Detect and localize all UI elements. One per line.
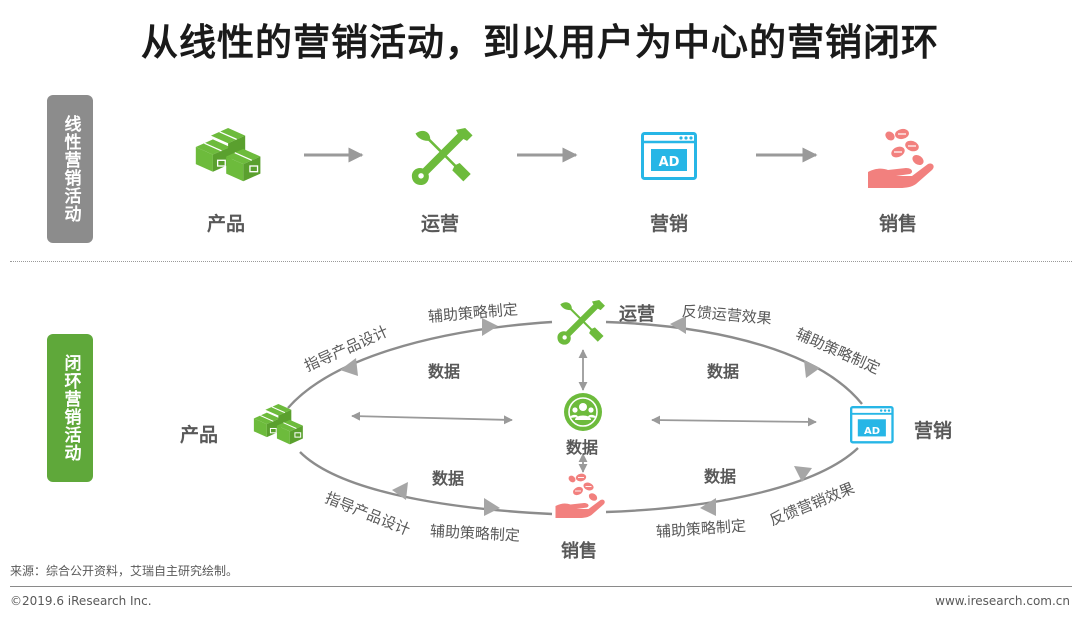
section-divider: [10, 261, 1072, 262]
user-group-icon: [563, 392, 603, 432]
loop-node-operation: 运营: [619, 304, 655, 325]
website-link[interactable]: www.iresearch.com.cn: [935, 594, 1070, 608]
data-exchange-arrows: [351, 349, 817, 473]
hand-coins-icon: [867, 127, 935, 189]
arrowhead-top-left-to-product: [340, 358, 358, 376]
loop-arc-bottom-right: [605, 447, 859, 514]
copyright: ©2019.6 iResearch Inc.: [10, 594, 152, 608]
tools-icon: [411, 128, 473, 186]
arrowhead-bottom-right-to-sales: [700, 498, 716, 516]
edge-data-bottom-right: 数据: [704, 467, 737, 486]
loop-marketing-label: 闭环营销活动: [47, 334, 93, 482]
edge-data-top-right: 数据: [707, 362, 740, 381]
loop-arc-bottom-left: [299, 451, 553, 516]
loop-box-icon: [253, 403, 304, 445]
loop-cycle: [287, 320, 863, 516]
loop-node-center-data: 数据: [566, 438, 599, 457]
loop-node-sales: 销售: [561, 541, 597, 562]
footer-divider: [10, 586, 1072, 587]
loop-node-product: 产品: [180, 424, 219, 446]
linear-step-marketing: 营销: [650, 213, 689, 235]
loop-arc-top-left: [287, 320, 553, 409]
page-title: 从线性的营销活动，到以用户为中心的营销闭环: [141, 21, 939, 64]
linear-step-sales: 销售: [879, 213, 918, 235]
loop-ad-window-icon: [849, 406, 894, 444]
box-icon: [195, 127, 262, 182]
arrowhead-bottom-left-to-sales: [484, 498, 500, 516]
data-arrow-center-marketing: [651, 415, 817, 427]
loop-arc-top-right: [605, 320, 863, 405]
source-note: 来源：综合公开资料，艾瑞自主研究绘制。: [10, 564, 239, 578]
arrowhead-top-right-to-operation: [670, 316, 686, 334]
edge-data-bottom-left: 数据: [432, 469, 465, 488]
loop-tools-icon: [557, 300, 605, 345]
linear-marketing-label: 线性营销活动: [47, 95, 93, 243]
linear-step-product: 产品: [207, 213, 246, 235]
arrowhead-top-left-to-operation: [482, 318, 498, 336]
data-arrow-product-center: [351, 411, 513, 425]
linear-step-operation: 运营: [421, 213, 460, 235]
ad-text-linear: AD: [659, 155, 680, 170]
loop-hand-coins-icon: [555, 472, 606, 519]
loop-arrowheads: [340, 316, 820, 516]
ad-text-loop: AD: [864, 426, 880, 437]
arrowhead-bottom-right-to-marketing: [794, 466, 812, 482]
edge-data-top-left: 数据: [428, 362, 461, 381]
loop-node-marketing: 营销: [914, 420, 953, 442]
arrowhead-top-right-to-marketing: [804, 360, 820, 378]
arrowhead-bottom-left-to-product: [392, 482, 408, 500]
